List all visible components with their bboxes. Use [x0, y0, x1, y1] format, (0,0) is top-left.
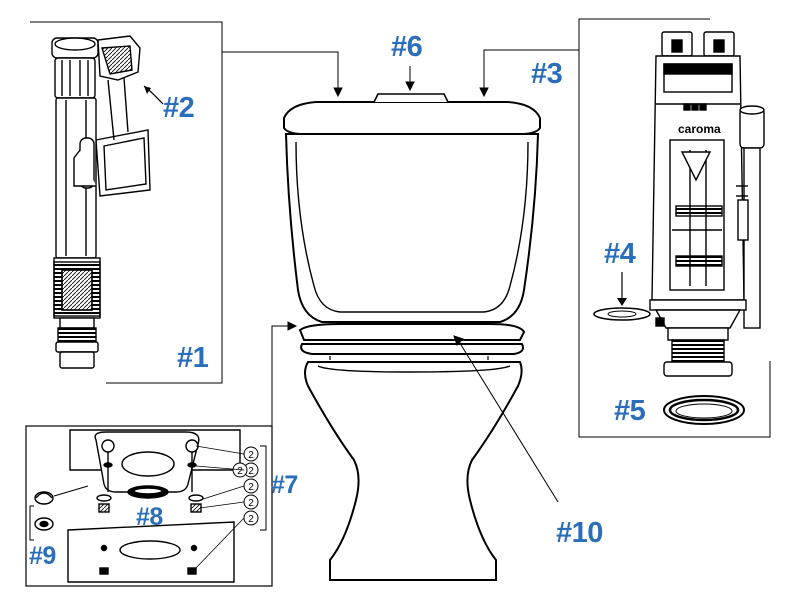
cistern-lid: [283, 101, 541, 135]
seal-part-5: [663, 395, 745, 425]
svg-text:2: 2: [248, 514, 254, 525]
callout-lines: [222, 49, 579, 503]
cistern-body: [284, 133, 540, 323]
svg-text:2: 2: [237, 466, 243, 477]
svg-text:2: 2: [248, 466, 254, 477]
qty-mark-5: 2: [243, 510, 259, 526]
caroma-brand-mark: caroma: [678, 122, 721, 136]
inlet-valve-panel: [30, 21, 223, 384]
toilet-pan: [304, 361, 523, 581]
callout-label-2: #2: [163, 92, 195, 124]
flush-valve-drawing: [649, 31, 765, 377]
callout-label-8: #8: [136, 503, 163, 531]
qty-bracket-7: [260, 445, 267, 531]
toilet-seat-lid: [298, 323, 526, 341]
qty-mark-3: 2: [243, 478, 259, 494]
callout-label-4: #4: [604, 238, 636, 270]
qty-mark-1: 2: [243, 446, 259, 462]
flush-valve-panel: caroma: [578, 18, 771, 438]
inlet-panel-border: [30, 21, 223, 384]
flush-panel-border: [578, 18, 771, 438]
washer-part-4: [593, 272, 651, 321]
svg-text:2: 2: [248, 498, 254, 509]
callout-label-9: #9: [29, 542, 56, 570]
toilet-drawing: [283, 93, 541, 581]
connector-3: [483, 49, 579, 90]
connector-10: [457, 339, 559, 503]
callout-label-5: #5: [614, 395, 646, 427]
connector-1: [222, 51, 339, 90]
callout-label-10: #10: [556, 517, 603, 549]
svg-text:2: 2: [248, 450, 254, 461]
callout-label-1: #1: [177, 342, 209, 374]
callout-label-6: #6: [391, 31, 423, 63]
inlet-valve-drawing: [51, 35, 151, 369]
callout-label-7: #7: [271, 471, 298, 499]
connector-install: [271, 325, 290, 426]
toilet-seat: [300, 343, 524, 355]
install-kit-panel: 2 2 2 2 2 2: [25, 425, 273, 587]
callout-label-3: #3: [531, 58, 563, 90]
qty-mark-4: 2: [243, 494, 259, 510]
svg-text:2: 2: [248, 482, 254, 493]
